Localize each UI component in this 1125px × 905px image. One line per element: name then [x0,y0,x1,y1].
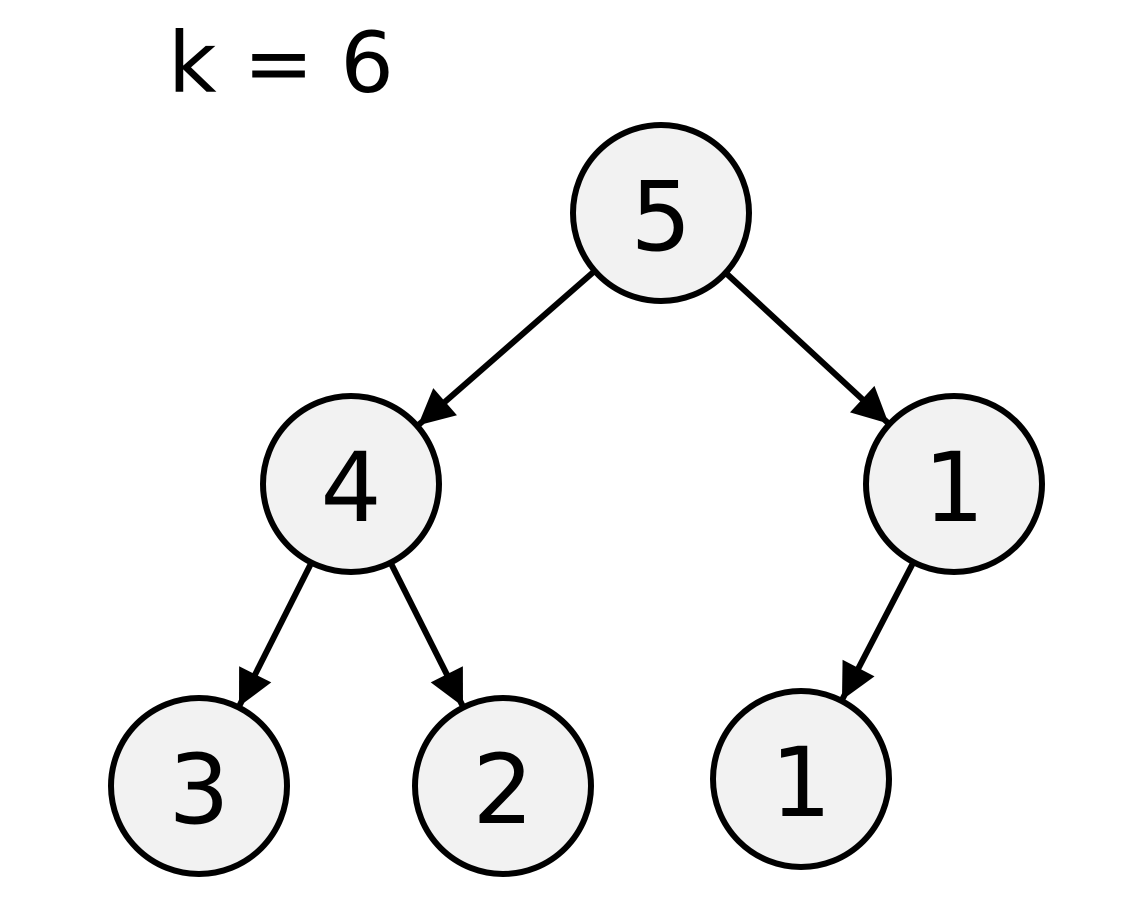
nodes-layer: 5 4 1 3 2 1 [108,122,1045,877]
edge-left-to-left-left [236,561,315,708]
edge-root-to-right [723,270,891,426]
tree-node-left: 4 [260,393,442,575]
node-label-right-left: 1 [770,727,831,839]
caption-k: k = 6 [168,14,394,112]
node-circle-root [570,122,752,304]
tree-node-root: 5 [570,122,752,304]
node-circle-left-left [108,695,290,877]
edge-root-to-left [416,268,597,428]
edges-layer [236,268,917,708]
tree-node-right-left: 1 [710,688,892,870]
node-circle-right-left [710,688,892,870]
tree-node-right: 1 [863,393,1045,575]
tree-node-left-left: 3 [108,695,290,877]
node-circle-right [863,393,1045,575]
edge-left-to-left-right [387,561,466,708]
node-label-left: 4 [320,432,381,544]
tree-node-left-right: 2 [412,695,594,877]
node-label-root: 5 [630,161,691,273]
node-label-right: 1 [923,432,984,544]
node-circle-left [260,393,442,575]
node-label-left-right: 2 [472,734,533,846]
edge-right-to-right-left [839,560,917,702]
node-circle-left-right [412,695,594,877]
node-label-left-left: 3 [168,734,229,846]
